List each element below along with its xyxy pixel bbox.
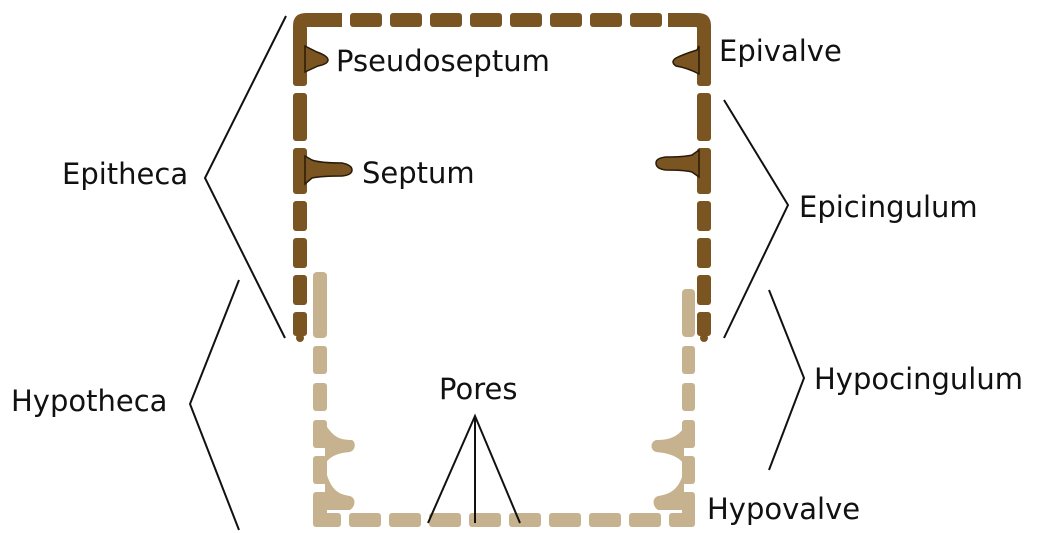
hypocingulum-label: Hypocingulum <box>814 362 1023 396</box>
bracket-lines <box>190 16 804 530</box>
epivalve-label: Epivalve <box>719 34 842 68</box>
septum-left <box>305 156 352 184</box>
pores-label: Pores <box>439 372 517 406</box>
epitheca-bracket <box>205 16 286 338</box>
septum-right <box>656 150 699 177</box>
pseudoseptum-label: Pseudoseptum <box>336 44 550 78</box>
pseudoseptum-right <box>673 46 699 74</box>
hypovalve-label: Hypovalve <box>707 492 860 526</box>
hypocingulum-bracket <box>769 290 804 470</box>
septum-label: Septum <box>362 156 475 190</box>
epicingulum-label: Epicingulum <box>799 190 978 224</box>
hypotheca-bracket <box>190 280 239 530</box>
epitheca-label: Epitheca <box>62 157 188 191</box>
pseudoseptum-left <box>305 46 328 72</box>
hypotheca-label: Hypotheca <box>11 384 167 418</box>
epicingulum-bracket <box>724 100 788 338</box>
